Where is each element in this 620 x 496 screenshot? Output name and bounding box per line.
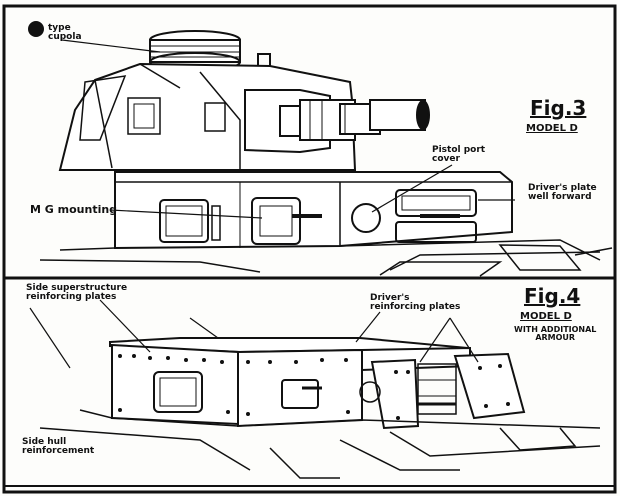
fig4-note: WITH ADDITIONAL ARMOUR (514, 325, 597, 342)
fig4-hull (39, 337, 601, 479)
fig4-label-side-superstructure: Side superstructure reinforcing plates (26, 283, 128, 302)
fig3-model: MODEL D (526, 123, 578, 134)
fig3-label-pistol-port: Pistol port cover (432, 145, 486, 164)
fig3-label-drivers-plate: Driver's plate well forward (528, 183, 597, 202)
outer-frame (2, 4, 617, 494)
fig4-title: Fig.4 (524, 284, 581, 308)
fig4-label-side-hull: Side hull reinforcement (22, 437, 95, 456)
fig3-hull (39, 171, 613, 277)
fig4-model: MODEL D (520, 311, 572, 322)
cupola-marker-dot (28, 21, 44, 37)
fig3-label-cupola: type cupola (48, 23, 82, 42)
fig3-turret (58, 30, 430, 171)
fig3-title: Fig.3 (530, 96, 587, 120)
fig3-label-mg-mounting: M G mounting (30, 203, 118, 216)
fig4-label-drivers-reinforcing: Driver's reinforcing plates (370, 293, 461, 312)
